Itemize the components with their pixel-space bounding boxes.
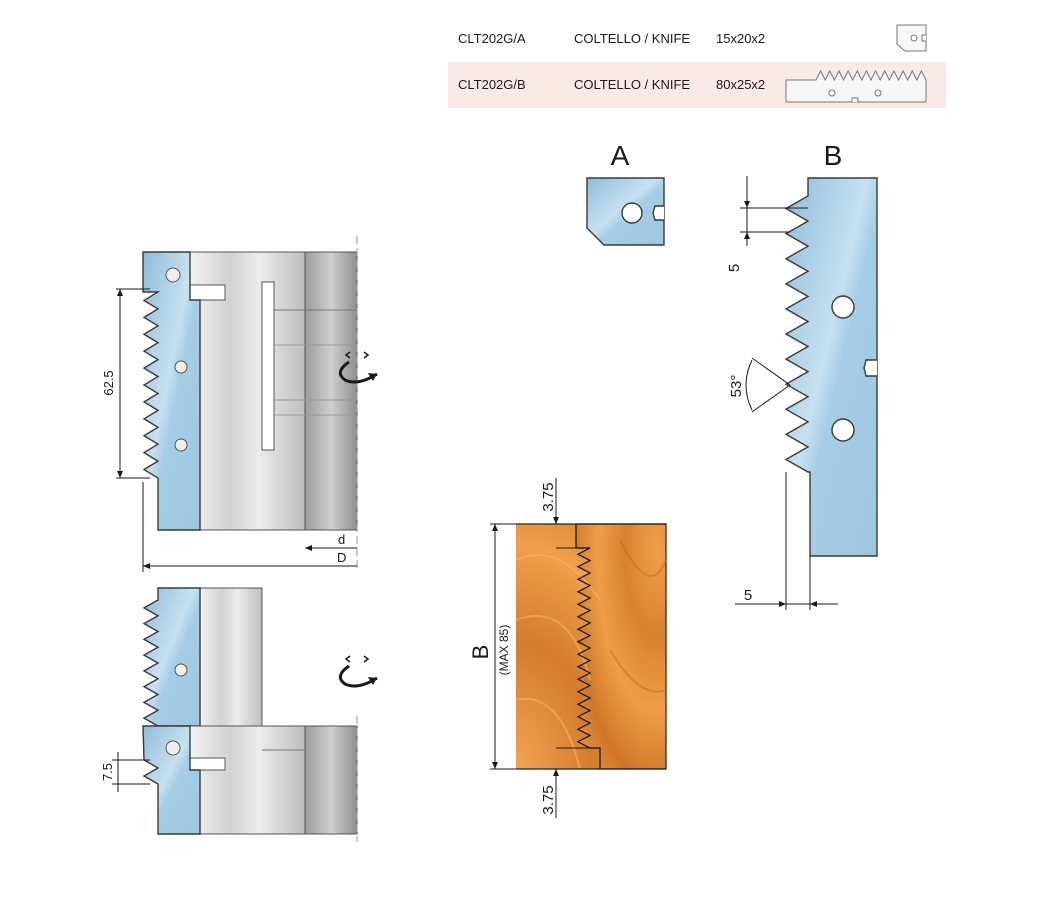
detail-label-a: A (611, 140, 630, 171)
rotation-arrow-icon (338, 655, 378, 688)
detail-label-b: B (824, 140, 843, 171)
cutter-upper (142, 236, 358, 572)
top-offset-label: 3.75 (540, 482, 557, 511)
product-row-b: CLT202G/B COLTELLO / KNIFE 80x25x2 (448, 62, 946, 108)
height-label: B (468, 645, 493, 660)
knife-a-thumbnail-icon (896, 24, 927, 52)
step-dimension: 7.5 (100, 752, 150, 792)
workpiece-dimensions: 3.75 3.75 B (MAX 85) (468, 478, 600, 818)
bore-label: d (338, 532, 345, 547)
cutter-lower (142, 587, 358, 842)
tooth-angle-label: 53° (728, 375, 745, 398)
knife-b-detail (784, 177, 878, 557)
offset-label: 5 (744, 587, 752, 604)
product-code: CLT202G/A (458, 31, 526, 46)
bottom-offset-label: 3.75 (540, 785, 557, 814)
product-description: COLTELLO / KNIFE (574, 31, 691, 46)
cutter-dimensions: 62.5 d D (101, 288, 357, 572)
product-size: 80x25x2 (716, 77, 766, 92)
knife-b-thumbnail-icon (785, 69, 927, 103)
height-note: (MAX 85) (497, 625, 511, 676)
knife-a-detail (586, 177, 665, 246)
tooth-pitch-label: 5 (726, 264, 743, 272)
step-label: 7.5 (100, 763, 115, 781)
product-code: CLT202G/B (458, 77, 526, 92)
product-description: COLTELLO / KNIFE (574, 77, 691, 92)
diameter-label: D (337, 550, 346, 565)
knife-b-dimensions: 5 53° 5 (726, 176, 838, 610)
cutter-height-label: 62.5 (101, 370, 116, 395)
product-size: 15x20x2 (716, 31, 766, 46)
rotation-arrow-icon (338, 351, 378, 384)
product-row-a: CLT202G/A COLTELLO / KNIFE 15x20x2 (448, 16, 946, 62)
workpiece-section (515, 523, 667, 770)
